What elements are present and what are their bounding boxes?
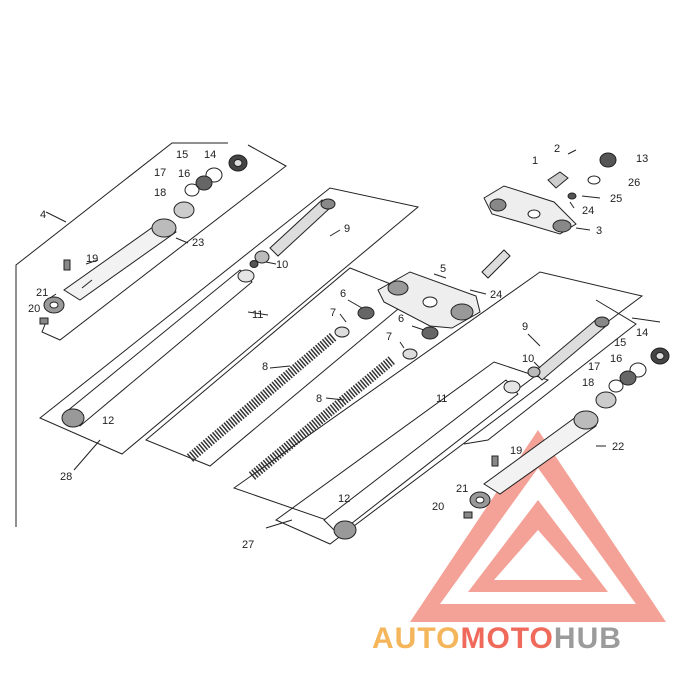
callout-21a: 21 (36, 287, 48, 299)
fork-group-27 (232, 271, 644, 545)
callout-18b: 18 (582, 377, 594, 389)
callout-13: 13 (636, 153, 648, 165)
callout-12a: 12 (102, 415, 114, 427)
watermark-hub: HUB (554, 622, 622, 655)
callout-8b: 8 (316, 393, 322, 405)
callout-6a: 6 (340, 288, 346, 300)
upper-bracket-3 (483, 149, 617, 235)
callout-11b: 11 (436, 393, 447, 405)
callout-12b: 12 (338, 493, 350, 505)
damper-rod-9 (269, 198, 341, 257)
callout-20a: 20 (28, 303, 40, 315)
callout-24b: 24 (490, 289, 502, 301)
fork-group-22 (463, 299, 670, 519)
callout-1: 1 (532, 155, 538, 167)
callout-9b: 9 (522, 321, 528, 333)
callout-21b: 21 (456, 483, 468, 495)
callout-17a: 17 (154, 167, 166, 179)
callout-5: 5 (440, 263, 446, 275)
fork-group-28 (39, 187, 420, 471)
callout-8a: 8 (262, 361, 268, 373)
callout-18a: 18 (154, 187, 166, 199)
callout-10a: 10 (276, 259, 288, 271)
callout-24a: 24 (582, 205, 594, 217)
callout-10b: 10 (522, 353, 534, 365)
callout-11a: 11 (252, 309, 263, 321)
damper-rod-9-right (533, 316, 610, 381)
callout-7a: 7 (330, 307, 336, 319)
inner-tube-11-right (323, 379, 521, 540)
callout-25: 25 (610, 193, 622, 205)
callout-labels: 1 2 3 4 5 6 6 7 7 8 8 9 9 10 10 11 11 12… (28, 143, 648, 551)
callout-22: 22 (612, 441, 624, 453)
callout-19a: 19 (86, 253, 98, 265)
callout-16a: 16 (178, 168, 190, 180)
watermark-auto: AUTO (372, 622, 460, 655)
watermark-moto: MOTO (460, 622, 553, 655)
callout-14b: 14 (636, 327, 648, 339)
fork-group-4 (15, 142, 287, 527)
lower-triple-clamp-5 (377, 249, 511, 329)
callout-20b: 20 (432, 501, 444, 513)
callout-15a: 15 (176, 149, 188, 161)
callout-9a: 9 (344, 223, 350, 235)
callout-7b: 7 (386, 331, 392, 343)
callout-15b: 15 (614, 337, 626, 349)
svg-text:AUTOMOTOHUB: AUTOMOTOHUB (372, 622, 622, 655)
oil-seal-14-right (650, 347, 670, 365)
callout-14a: 14 (204, 149, 216, 161)
inner-tube-11 (61, 269, 269, 428)
watermark-logo-icon (410, 430, 666, 622)
callout-26: 26 (628, 177, 640, 189)
callout-3: 3 (596, 225, 602, 237)
callout-2: 2 (554, 143, 560, 155)
watermark-text: AUTOMOTOHUB (372, 622, 622, 655)
callout-17b: 17 (588, 361, 600, 373)
oil-seal-14 (228, 154, 248, 172)
callout-27: 27 (242, 539, 254, 551)
callout-19b: 19 (510, 445, 522, 457)
fork-springs-8 (145, 267, 439, 480)
callout-28: 28 (60, 471, 72, 483)
outer-tube-23 (63, 218, 189, 301)
callout-4: 4 (40, 209, 46, 221)
callout-6b: 6 (398, 313, 404, 325)
callout-23: 23 (192, 237, 204, 249)
outer-tube-22 (483, 410, 606, 495)
callout-16b: 16 (610, 353, 622, 365)
